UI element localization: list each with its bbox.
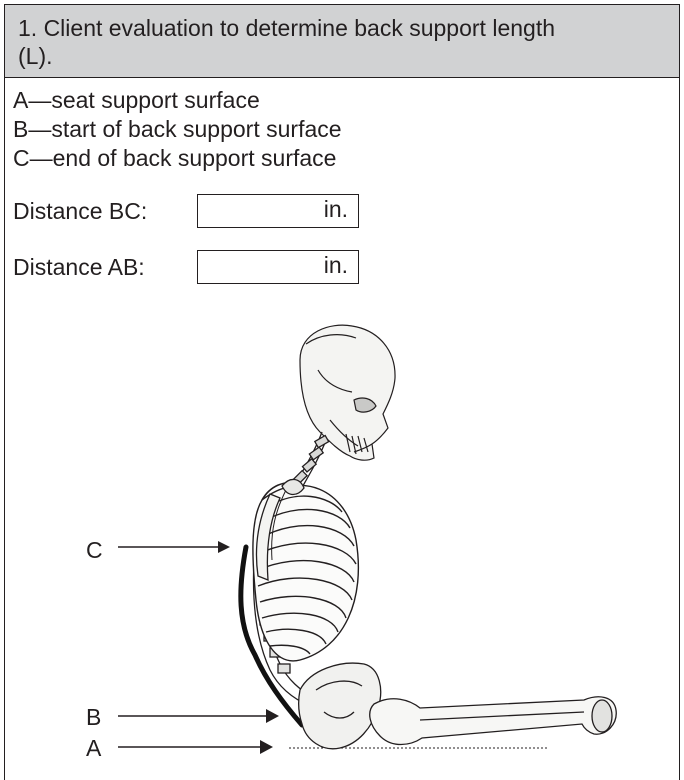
skull-icon — [300, 325, 395, 460]
arrow-b — [118, 709, 279, 723]
arrow-c — [118, 541, 230, 553]
arrow-a — [118, 740, 273, 754]
femur-icon — [370, 697, 616, 745]
